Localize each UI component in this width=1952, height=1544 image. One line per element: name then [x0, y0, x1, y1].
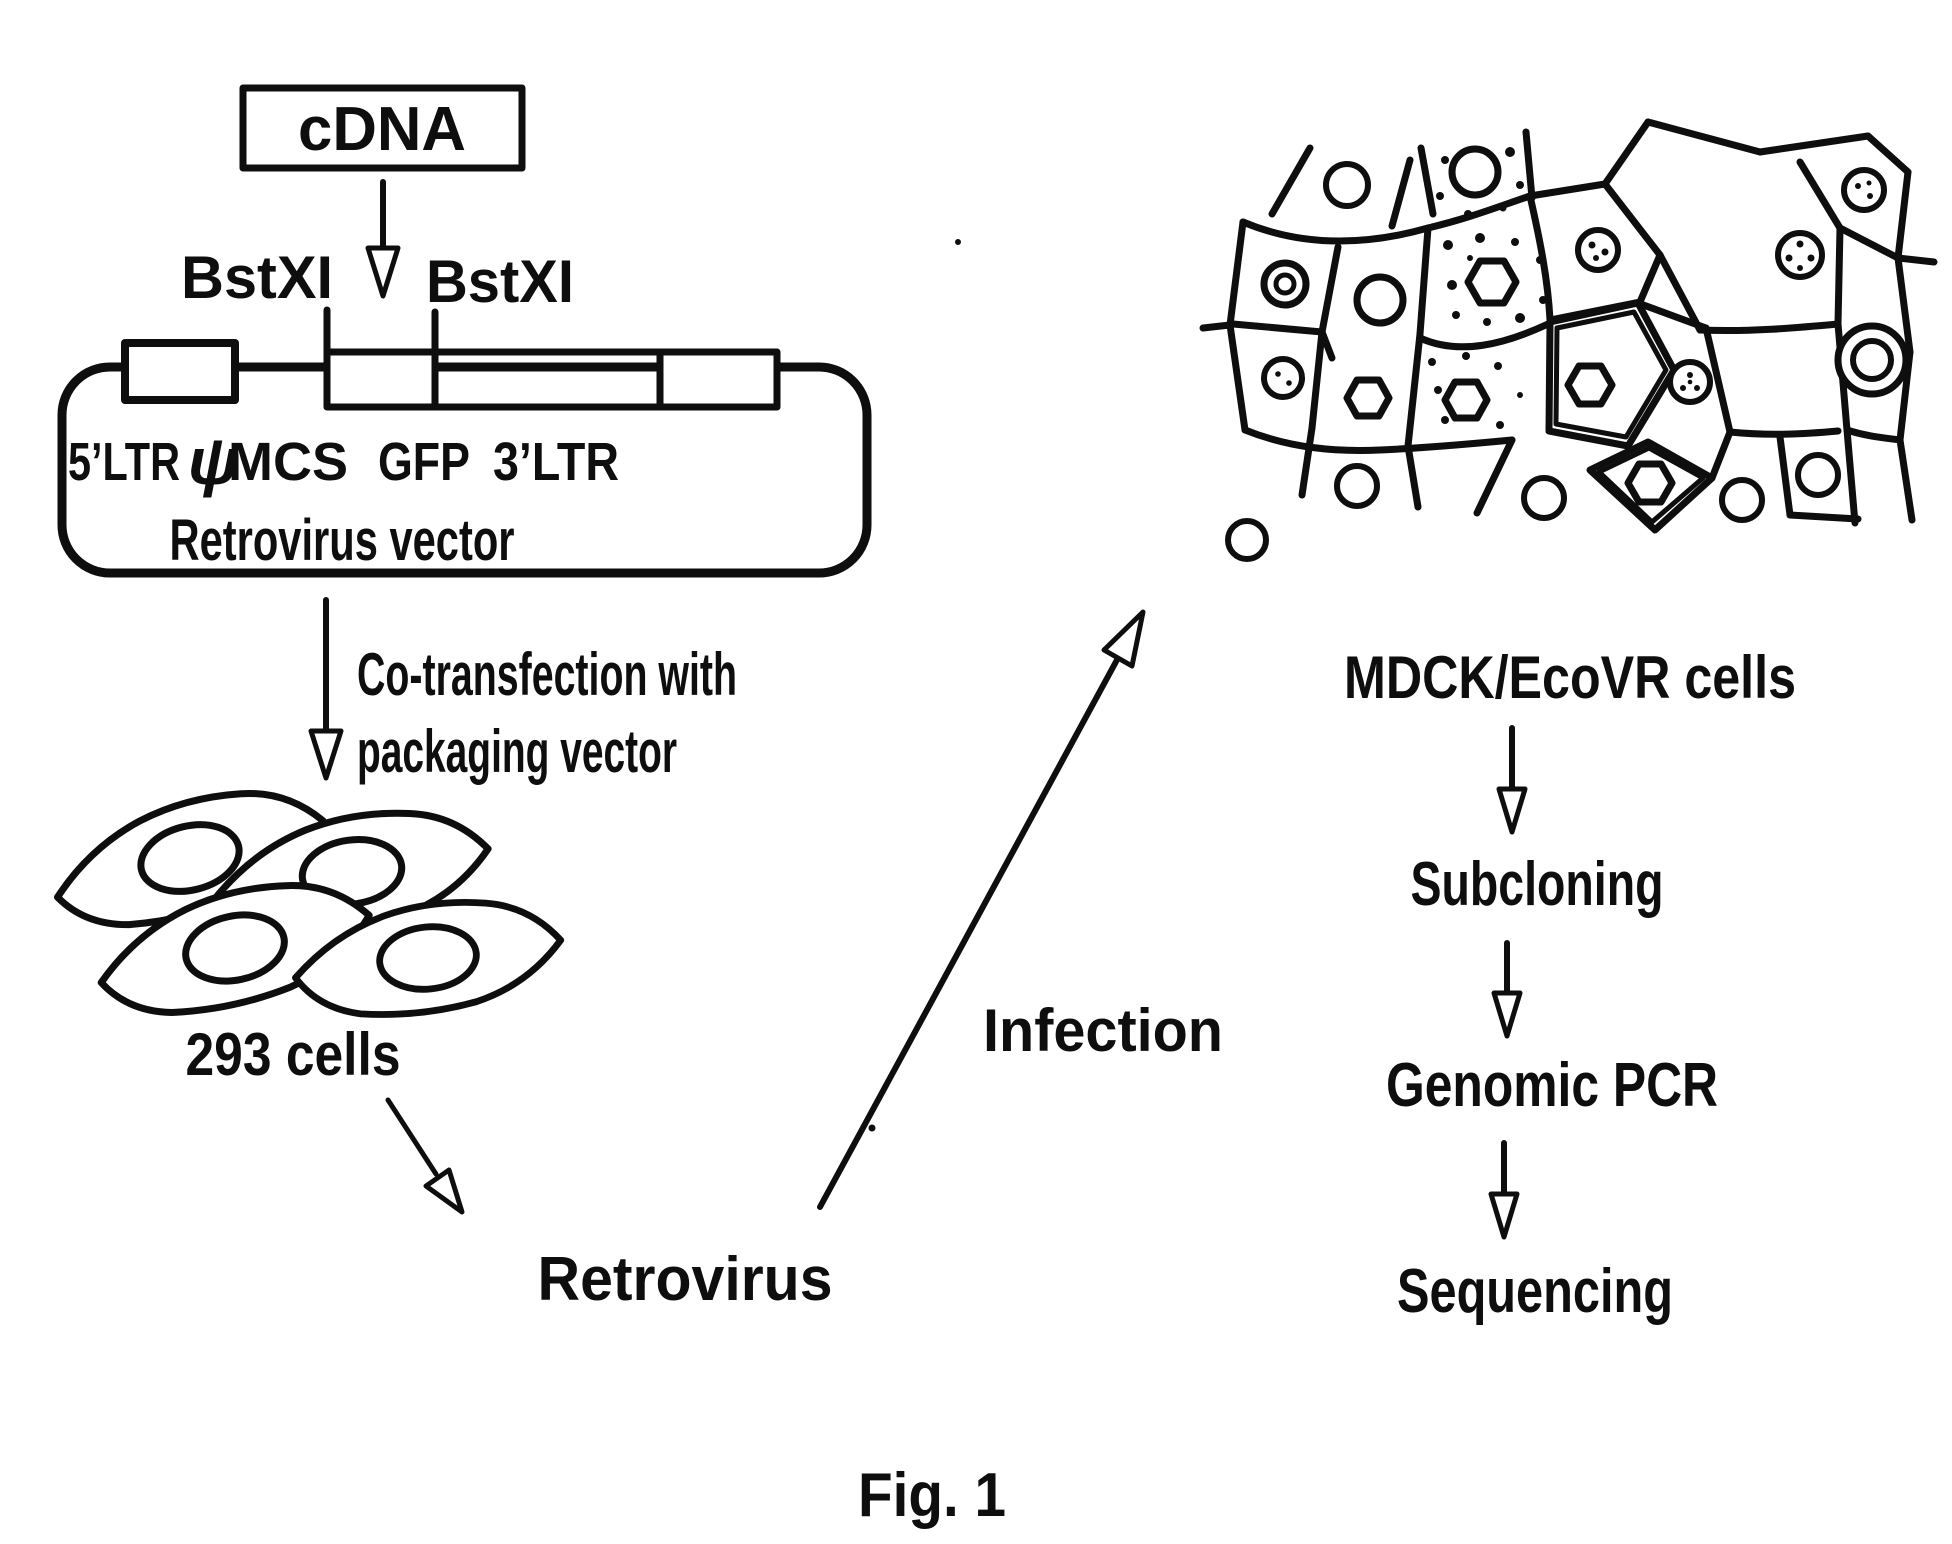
293-cells-drawing — [43, 772, 567, 1031]
bstxi-right-label: BstXI — [426, 248, 574, 315]
293-cells-label: 293 cells — [186, 1021, 401, 1088]
open-arrowhead-icon — [1488, 1191, 1520, 1240]
open-arrowhead-icon — [308, 728, 344, 781]
cdna-box — [239, 84, 526, 172]
open-arrowhead-icon — [365, 245, 401, 299]
genomic-pcr-label: Genomic PCR — [1386, 1051, 1718, 1120]
open-arrowhead-icon — [1496, 786, 1528, 835]
ltr3-label: 3’LTR — [493, 432, 619, 492]
open-arrowhead-icon — [1491, 990, 1523, 1039]
scan-speck — [868, 1124, 876, 1132]
scan-speck — [955, 239, 961, 245]
mcs-label: MCS — [228, 432, 348, 492]
gfp-box — [431, 348, 664, 411]
subcloning-label: Subcloning — [1411, 850, 1664, 919]
stipple-dots — [1428, 147, 1547, 429]
sequencing-label: Sequencing — [1397, 1257, 1673, 1326]
cell-nucleus — [137, 821, 243, 895]
cdna-to-vector-arrow — [365, 179, 401, 299]
cells-to-retrovirus-arrow — [385, 1097, 465, 1215]
cotransfection-arrow — [308, 597, 344, 781]
cotransfection-label-line2: packaging vector — [357, 718, 677, 785]
subcloning-to-pcr-arrow — [1491, 940, 1523, 1039]
pcr-to-sequencing-arrow — [1488, 1140, 1520, 1240]
mdck-cells-label: MDCK/EcoVR cells — [1344, 644, 1796, 711]
bstxi-left-label: BstXI — [181, 244, 333, 311]
mdck-to-subcloning-arrow — [1496, 725, 1528, 835]
open-arrowhead-icon — [1101, 609, 1146, 669]
cell-nucleus — [182, 911, 288, 985]
ltr5-label: 5’LTR — [68, 432, 180, 492]
plasmid-outline — [57, 362, 872, 578]
infection-label: Infection — [983, 997, 1223, 1064]
gfp-label: GFP — [378, 432, 470, 492]
mcs-box — [323, 348, 439, 411]
retrovirus-vector-label: Retrovirus vector — [170, 508, 515, 573]
mdck-cell-sheet — [1199, 118, 1938, 562]
retrovirus-label: Retrovirus — [538, 1245, 833, 1314]
cdna-label: cDNA — [298, 95, 466, 164]
infection-arrow — [817, 609, 1146, 1210]
cell-nucleus — [376, 923, 480, 993]
cell-walls — [1199, 118, 1938, 527]
figure-caption: Fig. 1 — [858, 1461, 1006, 1530]
open-arrowhead-icon — [423, 1167, 465, 1215]
cotransfection-label-line1: Co-transfection with — [357, 641, 737, 708]
cell-nuclei — [1225, 145, 1910, 562]
ltr3-box — [656, 348, 781, 411]
psi-label: ψ — [188, 424, 239, 498]
ltr5-box — [121, 339, 239, 404]
highlighted-clone-cells — [1545, 299, 1716, 534]
